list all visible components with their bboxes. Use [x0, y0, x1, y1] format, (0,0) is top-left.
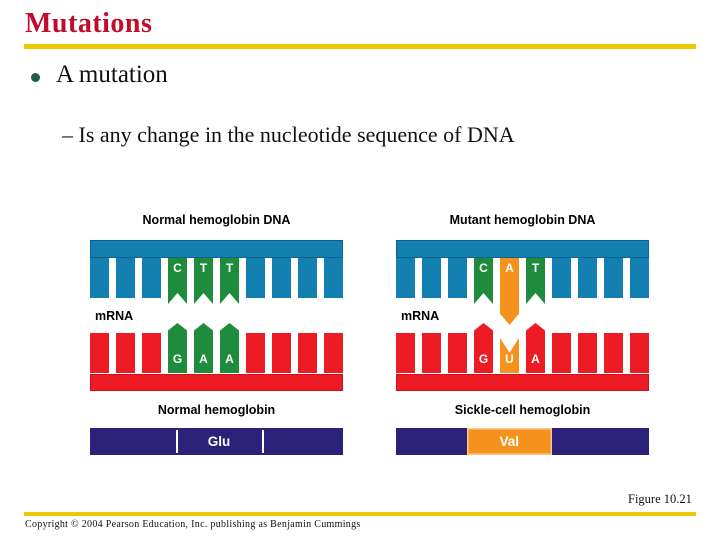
nucleotide-letter: T: [531, 261, 540, 275]
normal-dna-title: Normal hemoglobin DNA: [142, 213, 291, 227]
nucleotide-letter: A: [225, 352, 234, 366]
normal-mrna-label: mRNA: [95, 309, 134, 323]
tooth: [578, 333, 597, 373]
mutant-protein-bar: Val: [396, 428, 649, 455]
base-T: T: [526, 258, 545, 304]
amino-acid-label-highlighted: Val: [466, 428, 552, 455]
tooth: [324, 258, 343, 298]
tooth: [272, 258, 291, 298]
tooth: [272, 333, 291, 373]
normal-protein-title: Normal hemoglobin: [157, 403, 276, 417]
dna-backbone-bar: [90, 240, 343, 258]
tooth: [116, 258, 135, 298]
copyright-text: Copyright © 2004 Pearson Education, Inc.…: [25, 519, 361, 530]
tooth: [448, 258, 467, 298]
tooth: [324, 333, 343, 373]
base-G: G: [168, 323, 187, 373]
tooth: [604, 333, 623, 373]
nucleotide-letter: A: [199, 352, 208, 366]
normal-protein-bar: Glu: [90, 428, 343, 455]
nucleotide-letter: A: [505, 261, 514, 275]
tooth: [604, 258, 623, 298]
tooth: [298, 333, 317, 373]
base-U: U: [500, 338, 519, 373]
tooth: [116, 333, 135, 373]
nucleotide-letter: C: [173, 261, 182, 275]
base-T: T: [194, 258, 213, 304]
base-A: A: [526, 323, 545, 373]
nucleotide-letter: T: [199, 261, 208, 275]
tooth: [298, 258, 317, 298]
tooth: [422, 258, 441, 298]
tooth: [246, 333, 265, 373]
nucleotide-letter: T: [225, 261, 234, 275]
tooth: [422, 333, 441, 373]
base-G: G: [474, 323, 493, 373]
tooth: [142, 258, 161, 298]
mutant-protein-title: Sickle-cell hemoglobin: [454, 403, 591, 417]
tooth: [552, 333, 571, 373]
base-A: A: [500, 258, 519, 325]
tooth: [396, 333, 415, 373]
mrna-backbone-bar: [396, 374, 649, 391]
nucleotide-letter: G: [478, 352, 489, 366]
tooth: [552, 258, 571, 298]
bullet-dot-icon: [31, 73, 40, 82]
tooth: [448, 333, 467, 373]
base-T: T: [220, 258, 239, 304]
tooth: [246, 258, 265, 298]
tooth: [142, 333, 161, 373]
tooth: [630, 333, 649, 373]
nucleotide-letter: U: [505, 352, 514, 366]
footer-divider-line: [24, 512, 696, 516]
amino-acid-label: Glu: [207, 434, 231, 449]
mutant-mrna-label: mRNA: [401, 309, 440, 323]
nucleotide-letter: C: [479, 261, 488, 275]
tooth: [578, 258, 597, 298]
tooth: [396, 258, 415, 298]
base-C: C: [168, 258, 187, 304]
normal-hemoglobin-panel: Normal hemoglobin DNA C T T mRNA G A A Norma…: [90, 213, 343, 458]
protein-divider: [262, 430, 265, 453]
dna-backbone-bar: [396, 240, 649, 258]
nucleotide-letter: G: [172, 352, 183, 366]
mutant-dna-title: Mutant hemoglobin DNA: [449, 213, 596, 227]
base-A: A: [220, 323, 239, 373]
slide-title: Mutations: [25, 8, 153, 39]
title-divider-line: [24, 44, 696, 49]
bullet-text: A mutation: [56, 61, 168, 88]
protein-divider: [176, 430, 179, 453]
tooth: [630, 258, 649, 298]
mrna-backbone-bar: [90, 374, 343, 391]
figure-number-label: Figure 10.21: [628, 492, 692, 506]
sub-bullet-text: – Is any change in the nucleotide sequen…: [62, 122, 515, 147]
mutant-hemoglobin-panel: Mutant hemoglobin DNA C A T mRNA G U A Sickl…: [396, 213, 649, 458]
tooth: [90, 258, 109, 298]
nucleotide-letter: A: [531, 352, 540, 366]
tooth: [90, 333, 109, 373]
base-A: A: [194, 323, 213, 373]
base-C: C: [474, 258, 493, 304]
